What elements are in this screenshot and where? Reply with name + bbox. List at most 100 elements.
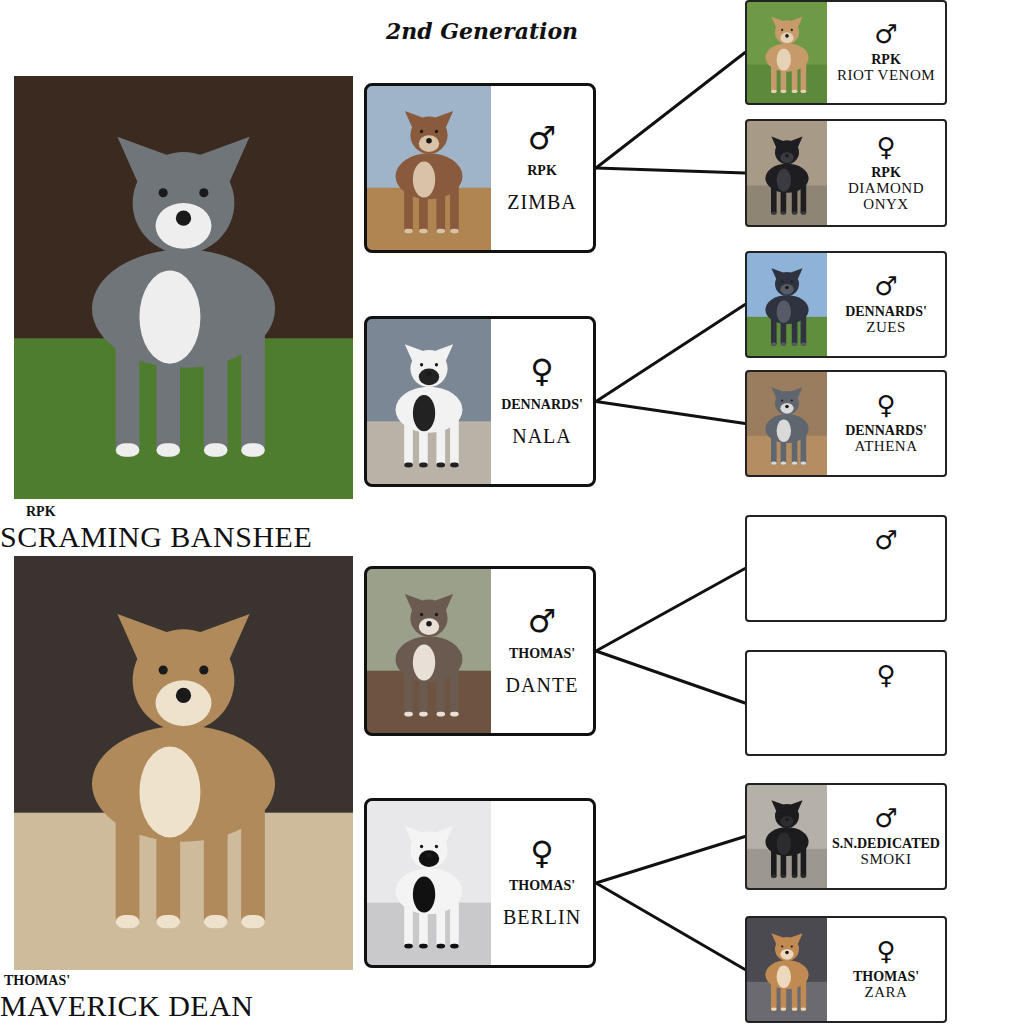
dog-paw xyxy=(436,463,445,468)
dog-paw xyxy=(801,343,807,346)
kennel-prefix: DENNARDS' xyxy=(845,423,927,439)
dog-chest xyxy=(777,169,791,192)
dog-muzzle xyxy=(780,816,793,827)
dog-photo xyxy=(367,801,491,965)
dog-eye xyxy=(435,363,438,366)
dog-chest xyxy=(777,965,791,988)
text-column: ♂THOMAS'DANTE xyxy=(491,569,593,733)
dog-paw xyxy=(419,712,428,717)
dog-paw xyxy=(771,462,777,465)
pedigree-box: ♂RPKZIMBA xyxy=(364,83,596,253)
dog-paw xyxy=(450,229,459,234)
photo-slot xyxy=(367,801,491,965)
dog-name: SMOKI xyxy=(861,852,912,868)
dog-paw xyxy=(771,1008,777,1011)
photo-slot xyxy=(747,785,827,888)
dog-name: DANTE xyxy=(506,673,579,697)
dog-muzzle xyxy=(419,135,439,152)
gender-symbol: ♂ xyxy=(528,605,557,639)
dog-paw xyxy=(792,211,798,214)
dog-eye xyxy=(420,363,423,366)
text-column: ♂S.N.DEDICATEDSMOKI xyxy=(827,785,945,888)
gender-symbol: ♀ xyxy=(530,837,553,871)
gender-symbol: ♀ xyxy=(876,134,895,161)
dog-paw xyxy=(204,915,228,929)
dog-head xyxy=(775,391,799,415)
dog-head xyxy=(775,804,799,828)
connector-line xyxy=(596,402,745,424)
dog-name: DIAMOND ONYX xyxy=(830,181,942,213)
dog-paw xyxy=(801,90,807,93)
dog-photo xyxy=(747,253,827,356)
dog-chest xyxy=(413,876,435,912)
kennel-prefix: THOMAS' xyxy=(853,969,919,985)
photo-background xyxy=(367,801,491,965)
dog-paw xyxy=(801,211,807,214)
photo-slot xyxy=(747,652,827,754)
connector xyxy=(596,883,745,970)
dog-chest xyxy=(777,48,791,70)
dog-paw xyxy=(450,944,459,949)
kennel-prefix: S.N.DEDICATED xyxy=(832,836,940,852)
dog-body xyxy=(765,960,808,989)
dog-paw xyxy=(781,462,787,465)
kennel-prefix: THOMAS' xyxy=(4,973,372,988)
dog-paw xyxy=(204,443,228,457)
dog-body xyxy=(765,295,808,324)
dog-eye xyxy=(420,613,423,616)
connector xyxy=(596,168,745,173)
dog-paw xyxy=(419,463,428,468)
photo-slot xyxy=(367,319,491,484)
dog-eye xyxy=(791,29,793,31)
photo-background xyxy=(367,569,491,733)
dog-photo xyxy=(14,556,353,970)
dog-eye xyxy=(781,945,783,947)
photo-background xyxy=(367,86,491,250)
kennel-prefix: RPK xyxy=(527,163,557,180)
dog-paw xyxy=(450,712,459,717)
dog-muzzle xyxy=(156,203,212,249)
dog-eye xyxy=(791,280,793,282)
kennel-prefix: RPK xyxy=(871,165,901,181)
dog-eye xyxy=(435,130,438,133)
dog-paw xyxy=(241,443,265,457)
dog-muzzle xyxy=(780,284,793,295)
pedigree-box: ♂THOMAS'DANTE xyxy=(364,566,596,736)
dog-paw xyxy=(404,463,413,468)
dog-body xyxy=(765,164,808,193)
dog-eye xyxy=(791,149,793,151)
gender-symbol: ♂ xyxy=(874,527,897,554)
dog-eye xyxy=(420,845,423,848)
dog-head xyxy=(410,117,447,154)
text-column: ♀DENNARDS'NALA xyxy=(491,319,593,484)
text-column: ♀ xyxy=(827,652,945,754)
text-column: ♀THOMAS'BERLIN xyxy=(491,801,593,965)
dog-body xyxy=(396,387,463,433)
photo-slot xyxy=(747,918,827,1021)
pedigree-box: ♂S.N.DEDICATEDSMOKI xyxy=(745,783,947,890)
dog-paw xyxy=(781,90,787,93)
photo-background xyxy=(747,2,827,103)
dog-paw xyxy=(436,712,445,717)
title-text: 2nd Generation xyxy=(372,18,592,44)
dog-chest xyxy=(139,271,200,364)
dog-paw xyxy=(419,944,428,949)
pedigree-box: ♂RPKRIOT VENOM xyxy=(745,0,947,105)
kennel-prefix: RPK xyxy=(26,504,372,519)
gender-symbol: ♀ xyxy=(876,392,895,419)
dog-entry: THOMAS'MAVERICK DEAN xyxy=(0,556,372,1023)
dog-eye xyxy=(781,280,783,282)
dog-body xyxy=(765,414,808,443)
dog-paw xyxy=(801,1008,807,1011)
photo-slot xyxy=(367,86,491,250)
dog-paw xyxy=(116,915,140,929)
dog-head xyxy=(775,272,799,296)
dog-paw xyxy=(801,462,807,465)
dog-paw xyxy=(436,229,445,234)
dog-paw xyxy=(781,875,787,878)
dog-eye xyxy=(781,399,783,401)
gender-symbol: ♀ xyxy=(876,938,895,965)
photo-background xyxy=(747,253,827,356)
